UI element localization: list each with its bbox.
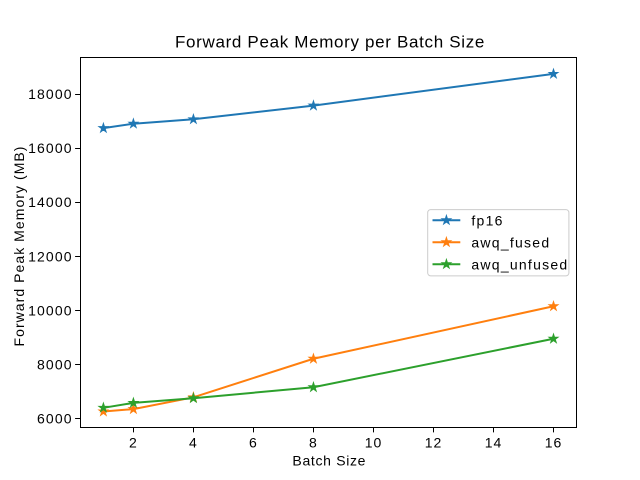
svg-text:fp16: fp16 [471,213,503,229]
svg-text:14000: 14000 [28,194,72,210]
svg-text:14: 14 [485,435,503,451]
svg-text:awq_unfused: awq_unfused [471,257,568,273]
svg-text:Forward Peak Memory per Batch: Forward Peak Memory per Batch Size [175,33,485,52]
svg-text:Batch Size: Batch Size [292,453,366,469]
svg-text:awq_fused: awq_fused [471,235,550,251]
svg-text:6: 6 [249,435,258,451]
svg-text:8: 8 [309,435,318,451]
svg-text:4: 4 [189,435,198,451]
svg-text:16: 16 [545,435,563,451]
svg-text:12: 12 [425,435,443,451]
svg-text:18000: 18000 [28,86,72,102]
svg-text:12000: 12000 [28,248,72,264]
svg-text:8000: 8000 [37,357,73,373]
svg-text:6000: 6000 [37,411,73,427]
svg-text:Forward Peak Memory (MB): Forward Peak Memory (MB) [11,145,27,346]
svg-text:16000: 16000 [28,140,72,156]
svg-text:10000: 10000 [28,302,72,318]
svg-text:2: 2 [129,435,138,451]
svg-text:10: 10 [365,435,383,451]
